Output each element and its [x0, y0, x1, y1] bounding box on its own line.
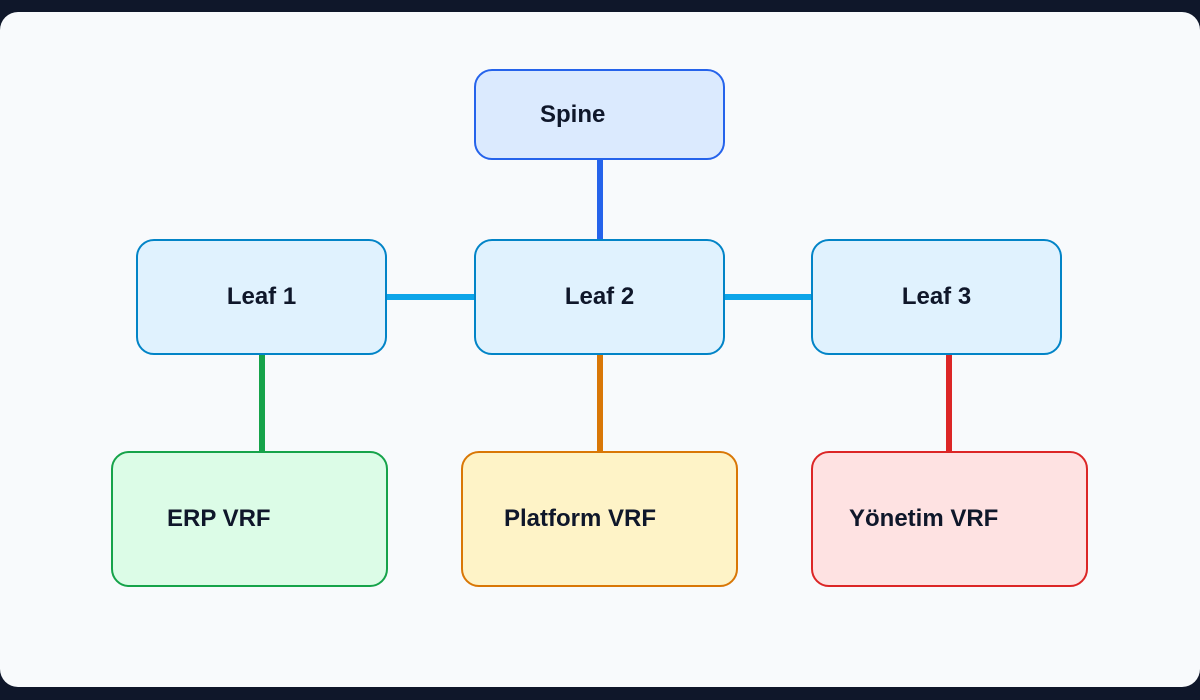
leaf-3-node[interactable]: Leaf 3: [811, 239, 1062, 355]
yonetim-vrf-node[interactable]: Yönetim VRF: [811, 451, 1088, 587]
erp-vrf-label: ERP VRF: [167, 505, 271, 532]
leaf-1-node[interactable]: Leaf 1: [136, 239, 387, 355]
spine-node[interactable]: Spine: [474, 69, 725, 160]
leaf-2-node[interactable]: Leaf 2: [474, 239, 725, 355]
leaf-1-label: Leaf 1: [226, 283, 297, 310]
platform-vrf-label: Platform VRF: [504, 505, 657, 532]
leaf-3-label: Leaf 3: [901, 283, 972, 310]
connection-lines: [259, 155, 952, 456]
erp-vrf-node[interactable]: ERP VRF: [111, 451, 388, 587]
leaf-2-label: Leaf 2: [564, 283, 635, 310]
platform-vrf-node[interactable]: Platform VRF: [461, 451, 738, 587]
diagram-canvas: Spine Leaf 1 Leaf 2 Leaf 3 ERP VRF Platf…: [0, 12, 1200, 687]
spine-label: Spine: [540, 100, 606, 128]
yonetim-vrf-label: Yönetim VRF: [849, 505, 999, 532]
